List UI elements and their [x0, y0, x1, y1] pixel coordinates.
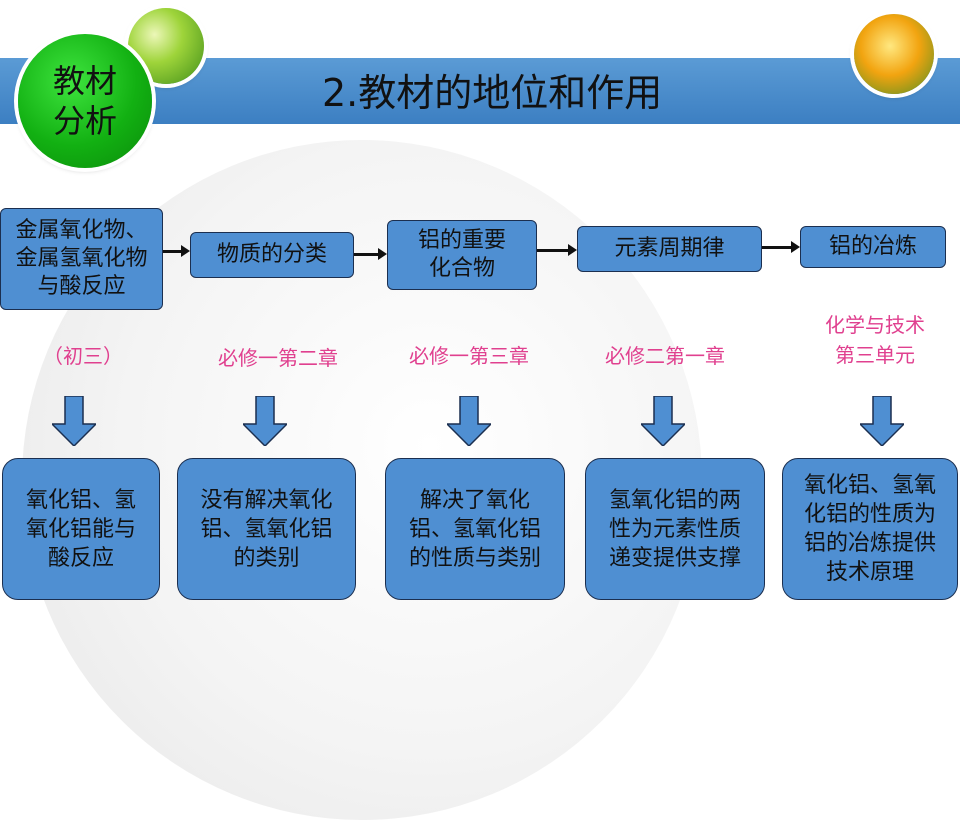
role-box-classification: 没有解决氧化 铝、氢氧化铝 的类别: [177, 458, 356, 600]
role-box-junior: 氧化铝、氢 氧化铝能与 酸反应: [2, 458, 160, 600]
connector-arrow-1: [163, 245, 190, 257]
down-arrow-icon: [447, 396, 491, 446]
source-label-compulsory1-ch2: 必修一第二章: [218, 346, 338, 370]
badge-line-2: 分析: [52, 102, 117, 140]
source-label-compulsory2-ch1: 必修二第一章: [605, 344, 725, 368]
badge-line-1: 教材: [52, 62, 117, 100]
down-arrow-icon: [52, 396, 96, 446]
role-box-amphoteric: 氢氧化铝的两 性为元素性质 递变提供支撑: [585, 458, 765, 600]
role-box-smelting: 氧化铝、氢氧 化铝的性质为 铝的冶炼提供 技术原理: [782, 458, 958, 600]
source-label-chem-tech: 化学与技术 第三单元: [825, 313, 925, 367]
flow-box-aluminum-compounds: 铝的重要 化合物: [387, 220, 537, 290]
down-arrow-icon: [243, 396, 287, 446]
flow-box-metal-oxides: 金属氧化物、 金属氢氧化物 与酸反应: [0, 208, 163, 310]
down-arrow-icon: [641, 396, 685, 446]
page-title: 2.教材的地位和作用: [322, 71, 663, 115]
section-badge: 教材 分析: [18, 34, 152, 168]
source-label-compulsory1-ch3: 必修一第三章: [409, 344, 529, 368]
role-box-properties: 解决了氧化 铝、氢氧化铝 的性质与类别: [385, 458, 565, 600]
flow-box-aluminum-smelting: 铝的冶炼: [800, 226, 946, 268]
connector-arrow-2: [354, 248, 387, 260]
source-label-junior: （初三）: [43, 344, 123, 368]
connector-arrow-3: [537, 244, 577, 256]
connector-arrow-4: [762, 241, 800, 253]
flow-box-periodic-law: 元素周期律: [577, 226, 762, 272]
down-arrow-icon: [860, 396, 904, 446]
flow-box-classification: 物质的分类: [190, 232, 354, 278]
flower-photo-icon: [854, 14, 934, 94]
